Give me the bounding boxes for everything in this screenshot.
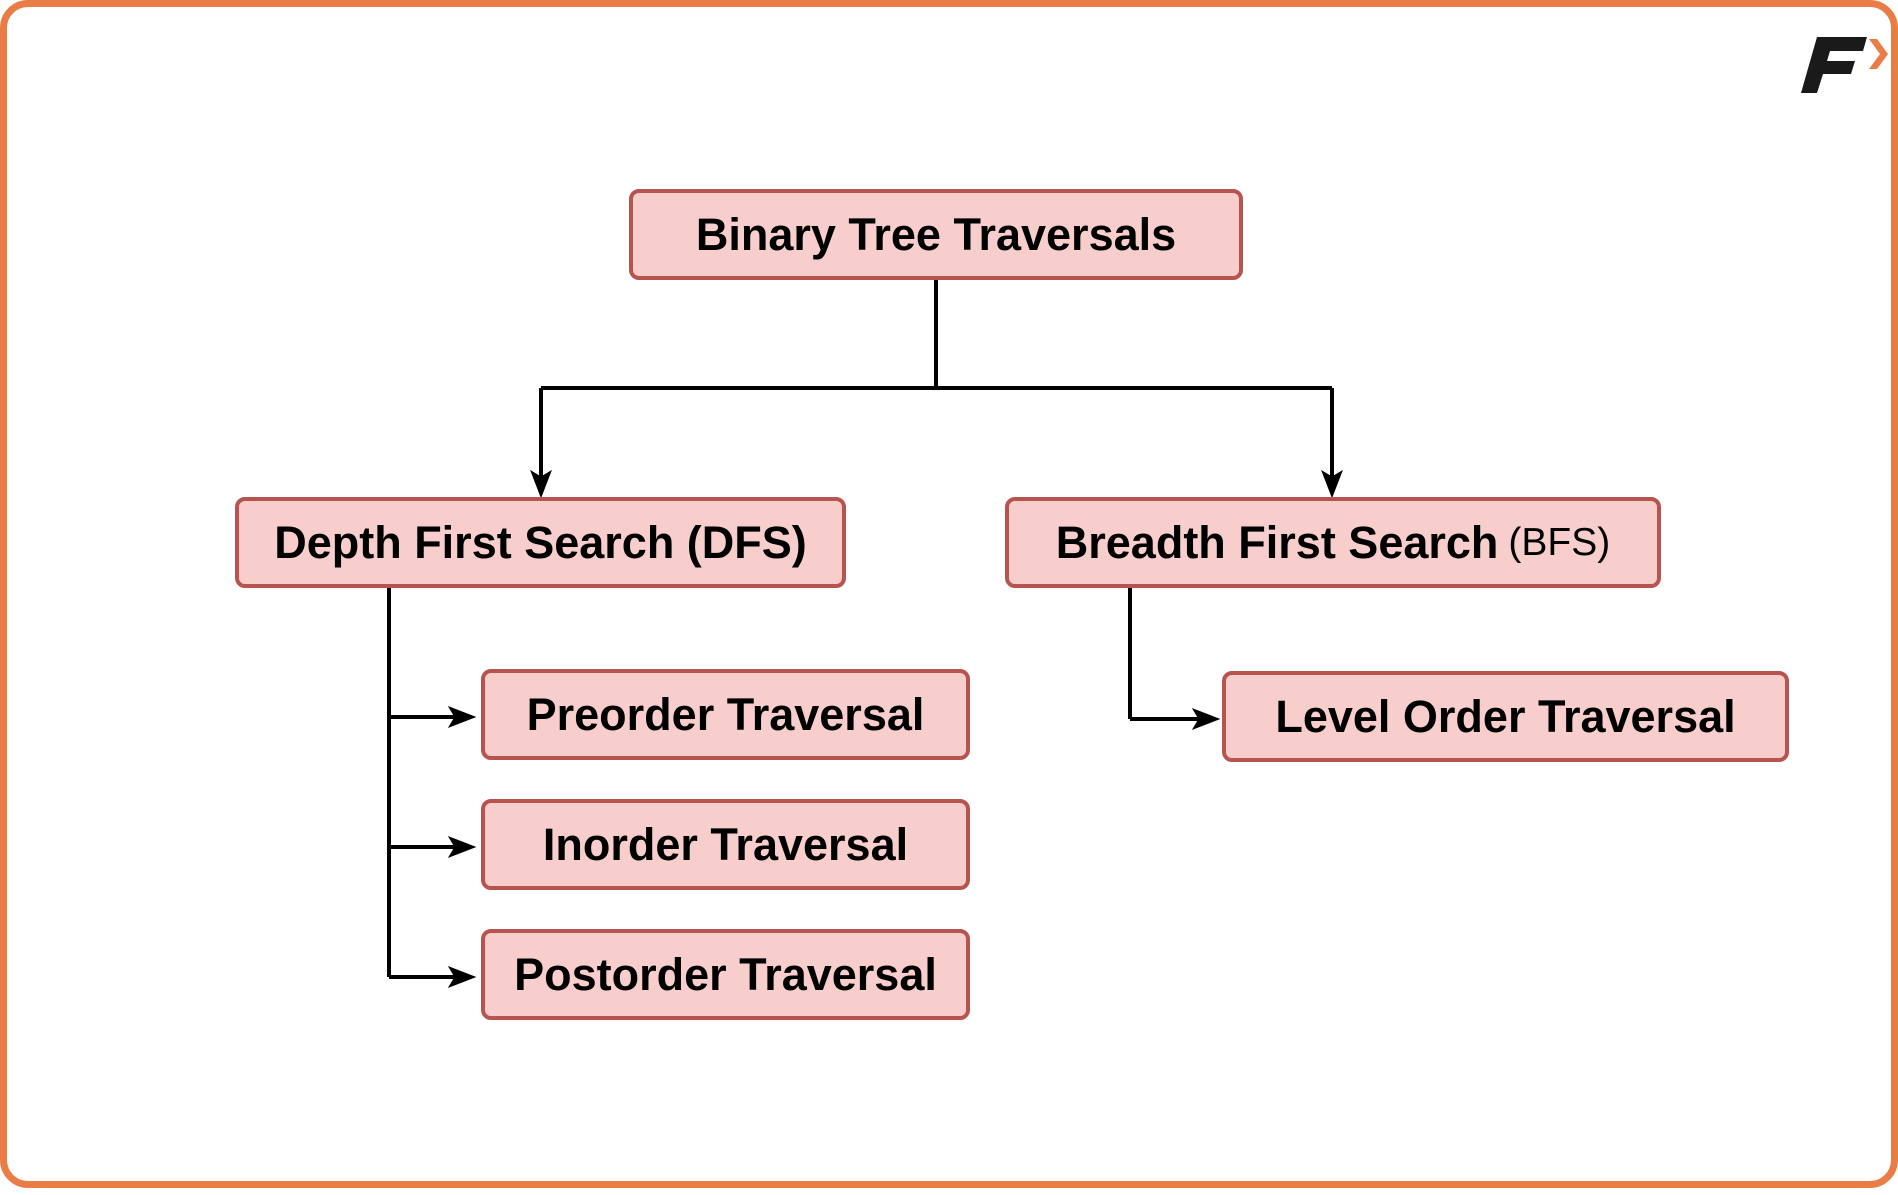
arrowhead-inorder [447, 836, 477, 858]
arrowhead-bfs [1321, 469, 1343, 499]
node-label: Preorder Traversal [526, 688, 925, 740]
node-postorder-traversal: Postorder Traversal [481, 929, 970, 1020]
node-label: Depth First Search (DFS) [274, 516, 807, 568]
node-label: Postorder Traversal [514, 948, 937, 1000]
node-label: Level Order Traversal [1275, 690, 1736, 742]
node-depth-first-search: Depth First Search (DFS) [235, 497, 846, 588]
node-label: Breadth First Search [1055, 516, 1499, 568]
node-binary-tree-traversals: Binary Tree Traversals [629, 189, 1243, 280]
node-label-suffix: (BFS) [1508, 520, 1611, 564]
brand-logo-icon [1801, 37, 1888, 93]
connector-lines [387, 280, 1343, 988]
node-label: Inorder Traversal [542, 818, 909, 870]
arrowhead-dfs [530, 469, 552, 499]
node-inorder-traversal: Inorder Traversal [481, 799, 970, 890]
arrowhead-preorder [447, 706, 477, 728]
arrowhead-level-order [1191, 708, 1221, 730]
arrowhead-postorder [447, 966, 477, 988]
node-label: Binary Tree Traversals [695, 208, 1177, 260]
node-level-order-traversal: Level Order Traversal [1222, 671, 1789, 762]
node-breadth-first-search: Breadth First Search (BFS) [1005, 497, 1661, 588]
node-preorder-traversal: Preorder Traversal [481, 669, 970, 760]
